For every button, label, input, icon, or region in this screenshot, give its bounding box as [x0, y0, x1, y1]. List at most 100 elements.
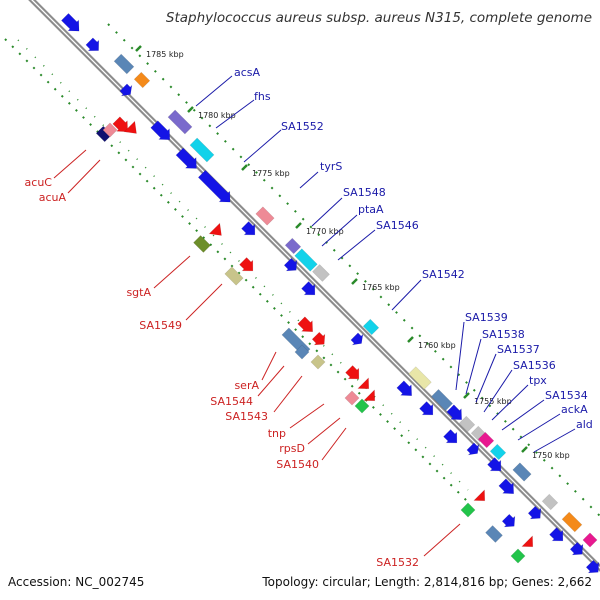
- leader-layer: [53, 75, 576, 557]
- leader-line-acka: [517, 413, 561, 441]
- gene-label-tnp: tnp: [268, 427, 286, 440]
- kbp-tick-mark: [241, 164, 248, 171]
- leader-line-sa1540: [321, 427, 347, 461]
- kbp-tick-mark: [351, 278, 358, 285]
- forward-gene: [477, 431, 495, 449]
- reverse-gene: [501, 513, 516, 528]
- leader-line-acsa: [195, 75, 233, 107]
- forward-gene: [255, 206, 275, 226]
- forward-gene: [350, 332, 364, 346]
- forward-gene: [133, 71, 151, 89]
- kbp-tick-mark: [135, 45, 142, 52]
- leader-line-sa1532: [423, 523, 461, 557]
- leader-line-tpx: [491, 384, 529, 421]
- leader-line-sa1552: [243, 129, 282, 163]
- gene-label-sa1538: SA1538: [482, 328, 525, 341]
- leader-line-sa1538: [465, 338, 482, 395]
- forward-gene: [408, 366, 432, 390]
- reverse-gene: [297, 316, 314, 333]
- kbp-tick-mark: [463, 392, 470, 399]
- forward-gene: [197, 169, 231, 203]
- kbp-tick-label: 1770 kbp: [306, 227, 344, 236]
- forward-gene: [512, 462, 532, 482]
- leader-line-sa1548: [311, 197, 343, 227]
- gene-label-sa1540: SA1540: [276, 458, 319, 471]
- leader-line-sa1539: [455, 321, 465, 391]
- leader-line-tyrs: [299, 171, 319, 189]
- reverse-gene: [473, 489, 486, 502]
- gene-label-sa1552: SA1552: [281, 120, 324, 133]
- leader-line-sa1543: [273, 375, 303, 413]
- leader-line-sa1536: [483, 369, 513, 413]
- gene-label-rpsd: rpsD: [279, 442, 305, 455]
- gene-label-fhs: fhs: [254, 90, 271, 103]
- kbp-tick-label: 1775 kbp: [252, 169, 290, 178]
- kbp-tick-mark: [521, 446, 528, 453]
- leader-line-sa1542: [391, 279, 422, 311]
- leader-line-sa1544: [257, 365, 285, 397]
- leader-line-fhs: [215, 99, 255, 129]
- forward-gene: [549, 527, 564, 542]
- gene-label-sera: serA: [234, 379, 259, 392]
- reverse-gene: [311, 331, 326, 346]
- gene-label-acuc: acuC: [25, 176, 53, 189]
- kbp-tick-label: 1750 kbp: [532, 451, 570, 460]
- forward-gene: [443, 429, 458, 444]
- gene-label-acsa: acsA: [234, 66, 261, 79]
- leader-line-sa1537: [475, 353, 497, 403]
- gene-layer: [60, 12, 600, 574]
- reverse-gene: [310, 354, 326, 370]
- forward-gene: [312, 264, 330, 282]
- forward-gene: [561, 511, 583, 533]
- forward-gene: [175, 147, 197, 169]
- forward-gene: [458, 415, 476, 433]
- reverse-gene: [123, 120, 137, 134]
- reverse-gene: [193, 235, 211, 253]
- reverse-gene: [521, 535, 534, 548]
- forward-gene: [362, 318, 380, 336]
- forward-gene: [527, 505, 542, 520]
- forward-gene: [498, 478, 515, 495]
- leader-line-acua: [67, 159, 101, 194]
- leader-line-tnp: [289, 403, 325, 429]
- reverse-gene: [485, 525, 503, 543]
- gene-label-acua: acuA: [39, 191, 67, 204]
- forward-gene: [487, 457, 502, 472]
- forward-gene: [150, 120, 171, 141]
- forward-gene: [569, 541, 584, 556]
- forward-gene: [301, 281, 316, 296]
- kbp-tick-label: 1765 kbp: [362, 283, 400, 292]
- reverse-gene: [112, 116, 129, 133]
- leader-line-sa1534: [501, 399, 545, 431]
- gene-label-sa1549: SA1549: [139, 319, 182, 332]
- forward-gene: [119, 83, 133, 97]
- reverse-gene: [460, 502, 476, 518]
- forward-gene: [85, 37, 100, 52]
- leader-line-sgta: [153, 255, 191, 289]
- forward-gene: [466, 442, 480, 456]
- gene-label-sa1532: SA1532: [376, 556, 419, 569]
- gene-label-sa1539: SA1539: [465, 311, 508, 324]
- forward-gene: [294, 248, 318, 272]
- reverse-gene: [239, 257, 254, 272]
- genome-summary-text: Topology: circular; Length: 2,814,816 bp…: [262, 575, 592, 589]
- gene-label-sa1537: SA1537: [497, 343, 540, 356]
- gene-label-sa1536: SA1536: [513, 359, 556, 372]
- gene-label-sa1542: SA1542: [422, 268, 465, 281]
- reverse-gene: [363, 389, 376, 402]
- forward-gene: [396, 380, 413, 397]
- leader-line-sera: [261, 351, 277, 381]
- leader-line-acuc: [53, 149, 87, 179]
- label-layer: acsAfhsSA1552tyrSSA1548ptaASA1546SA1542S…: [25, 66, 593, 569]
- leader-line-ptaa: [321, 214, 358, 247]
- forward-gene: [113, 53, 135, 75]
- forward-gene: [446, 404, 463, 421]
- kbp-tick-label: 1755 kbp: [474, 397, 512, 406]
- forward-gene: [430, 388, 454, 412]
- reverse-gene: [510, 548, 526, 564]
- kbp-tick-label: 1785 kbp: [146, 50, 184, 59]
- kbp-tick-mark: [295, 222, 302, 229]
- forward-gene: [284, 237, 302, 255]
- leader-line-sa1549: [185, 283, 223, 321]
